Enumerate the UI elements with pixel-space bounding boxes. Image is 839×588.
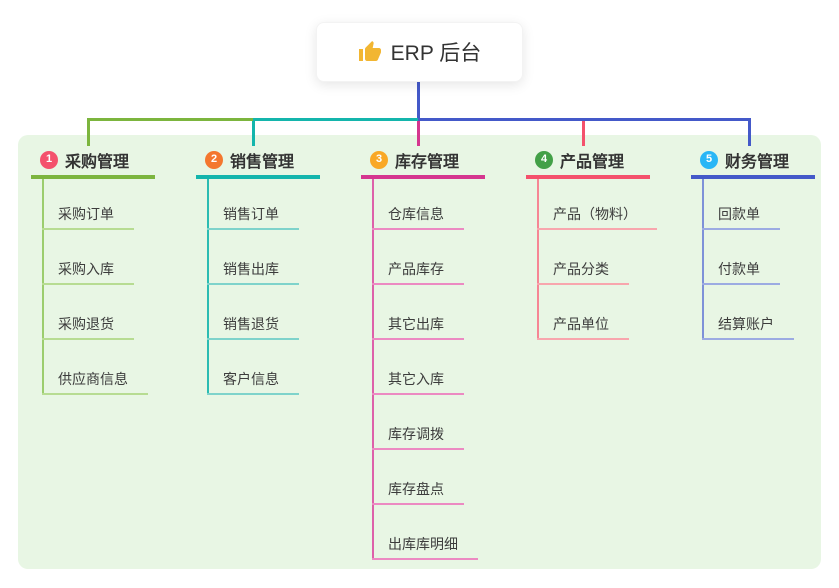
branch-badge: 2 (205, 150, 223, 169)
branch-badge: 1 (40, 150, 58, 169)
branch-header-purchase[interactable]: 1 采购管理 (31, 148, 155, 179)
branch-child-line (207, 179, 209, 395)
branch-child-line (42, 179, 44, 395)
child-node[interactable]: 销售订单 (207, 204, 299, 230)
branch-label: 库存管理 (395, 153, 460, 171)
root-node[interactable]: ERP 后台 (316, 22, 523, 82)
branch-header-inventory[interactable]: 3 库存管理 (361, 148, 485, 179)
child-node[interactable]: 产品（物料） (537, 204, 657, 230)
child-node[interactable]: 客户信息 (207, 369, 299, 395)
branch-header-sales[interactable]: 2 销售管理 (196, 148, 320, 179)
branch-badge: 5 (700, 150, 718, 169)
root-connector-line (417, 82, 420, 121)
thumbs-up-icon (358, 40, 382, 64)
child-node[interactable]: 产品库存 (372, 259, 464, 285)
branch-header-finance[interactable]: 5 财务管理 (691, 148, 815, 179)
connector-drop-line (87, 118, 90, 146)
child-node[interactable]: 供应商信息 (42, 369, 148, 395)
branch-header-product[interactable]: 4 产品管理 (526, 148, 650, 179)
child-node[interactable]: 销售出库 (207, 259, 299, 285)
child-node[interactable]: 付款单 (702, 259, 780, 285)
branch-label: 采购管理 (65, 153, 130, 171)
branch-child-line (372, 179, 374, 560)
connector-drop-line (417, 118, 420, 146)
child-node[interactable]: 产品分类 (537, 259, 629, 285)
branch-child-line (702, 179, 704, 340)
child-node[interactable]: 出库库明细 (372, 534, 478, 560)
branch-badge: 3 (370, 150, 388, 169)
branch-label: 销售管理 (230, 153, 295, 171)
branch-child-line (537, 179, 539, 340)
child-node[interactable]: 采购退货 (42, 314, 134, 340)
child-node[interactable]: 其它入库 (372, 369, 464, 395)
connector-drop-line (582, 118, 585, 146)
child-node[interactable]: 采购订单 (42, 204, 134, 230)
child-node[interactable]: 其它出库 (372, 314, 464, 340)
child-node[interactable]: 仓库信息 (372, 204, 464, 230)
child-node[interactable]: 销售退货 (207, 314, 299, 340)
child-node[interactable]: 采购入库 (42, 259, 134, 285)
branch-label: 财务管理 (725, 153, 790, 171)
branch-label: 产品管理 (560, 153, 625, 171)
child-node[interactable]: 回款单 (702, 204, 780, 230)
connector-trunk-segment (418, 118, 751, 121)
connector-drop-line (252, 118, 255, 146)
child-node[interactable]: 库存盘点 (372, 479, 464, 505)
branches-panel (18, 135, 821, 569)
child-node[interactable]: 结算账户 (702, 314, 794, 340)
branch-badge: 4 (535, 150, 553, 169)
connector-trunk-segment (253, 118, 418, 121)
root-title: ERP 后台 (390, 42, 482, 65)
child-node[interactable]: 产品单位 (537, 314, 629, 340)
connector-trunk-segment (87, 118, 253, 121)
connector-drop-line (748, 118, 751, 146)
child-node[interactable]: 库存调拨 (372, 424, 464, 450)
